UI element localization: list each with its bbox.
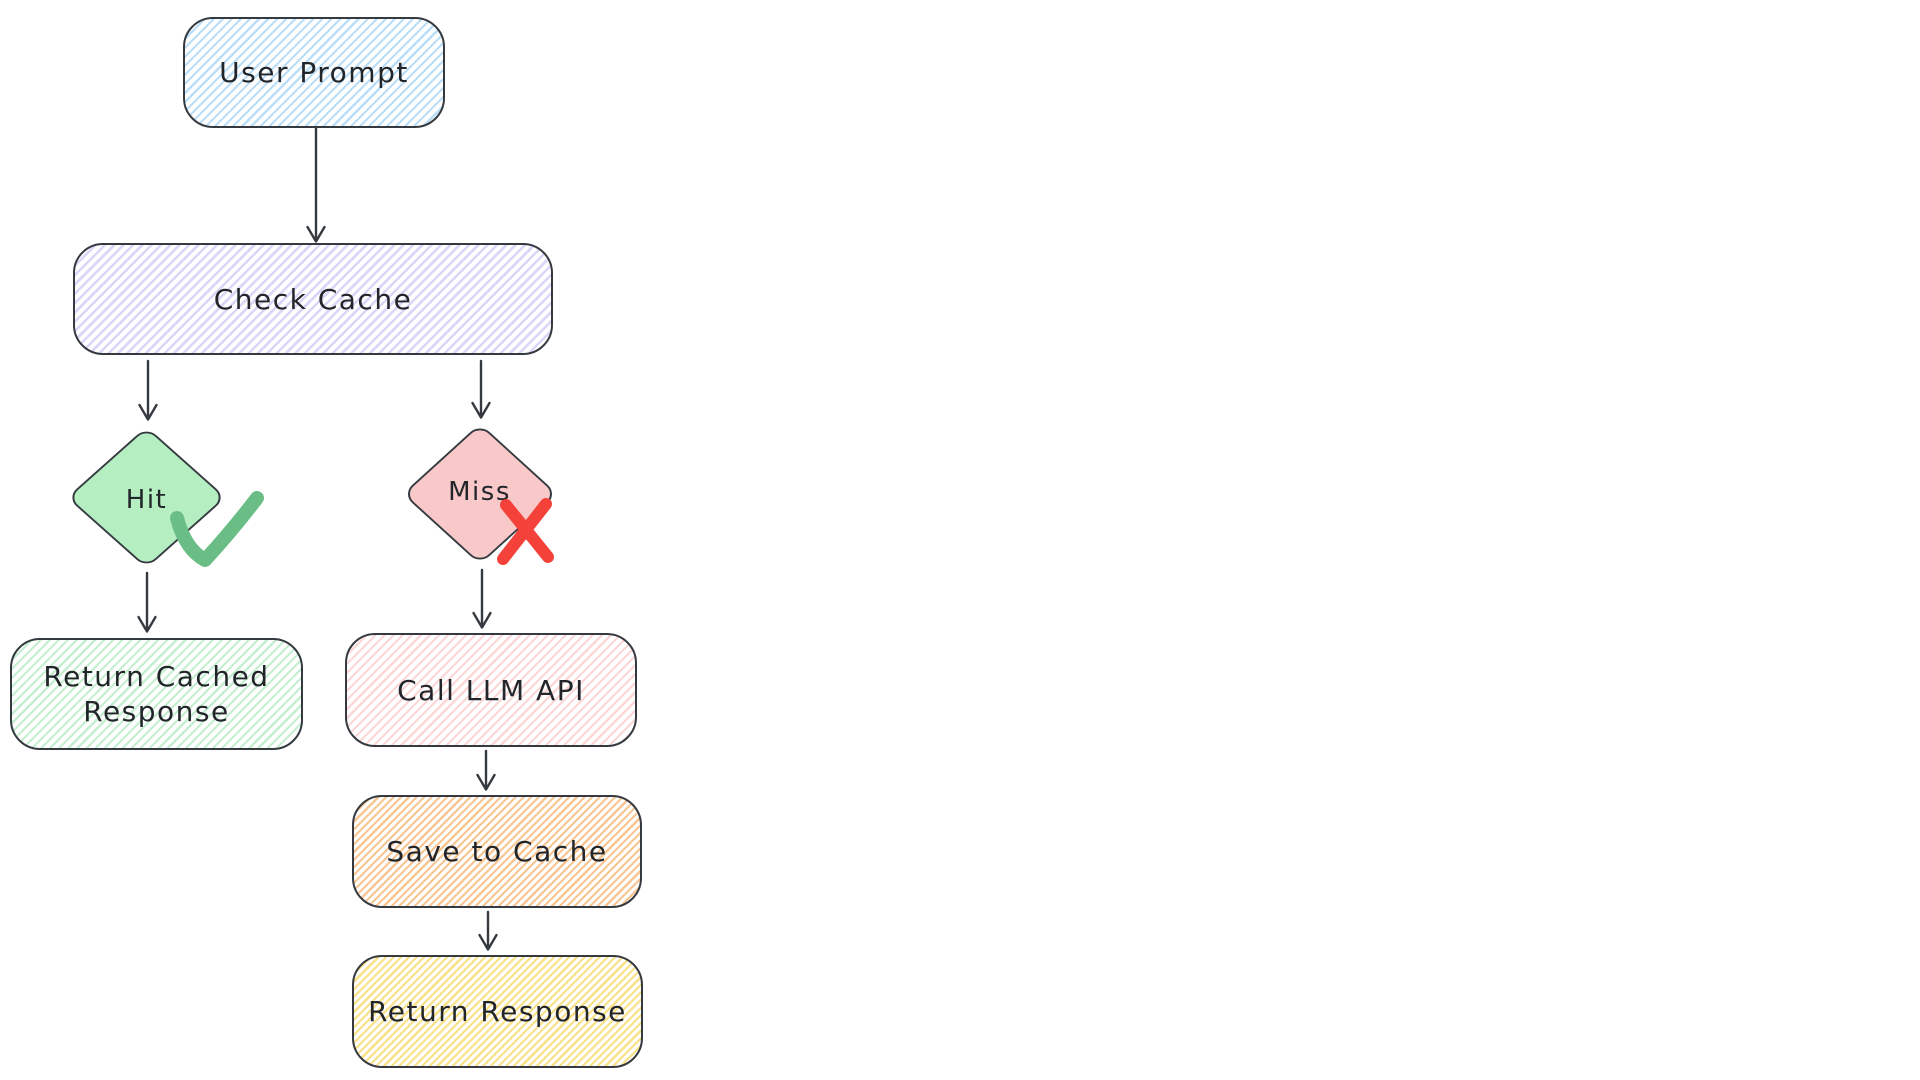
arrow-user-prompt-to-check-cache [306,126,326,243]
arrow-check-cache-to-hit [138,359,158,421]
arrow-miss-to-call-llm [472,568,492,629]
node-check-cache-label: Check Cache [213,282,413,316]
node-return-response: Return Response [352,955,643,1068]
node-return-cached-response: Return Cached Response [10,638,303,750]
node-miss-label: Miss [448,476,511,507]
node-user-prompt: User Prompt [183,17,445,128]
arrow-save-cache-to-return-response [478,910,498,951]
node-save-to-cache: Save to Cache [352,795,642,908]
node-user-prompt-label: User Prompt [219,56,409,89]
node-return-response-label: Return Response [368,995,627,1028]
arrow-check-cache-to-miss [471,359,491,419]
node-save-to-cache-label: Save to Cache [386,835,608,868]
node-call-llm-api: Call LLM API [345,633,637,747]
arrow-call-llm-to-save-cache [476,749,496,791]
node-call-llm-api-label: Call LLM API [397,673,585,707]
node-hit-label: Hit [125,484,168,515]
node-check-cache: Check Cache [73,243,553,355]
arrow-hit-to-return-cached [137,571,157,633]
node-return-cached-response-label: Return Cached Response [43,660,270,728]
